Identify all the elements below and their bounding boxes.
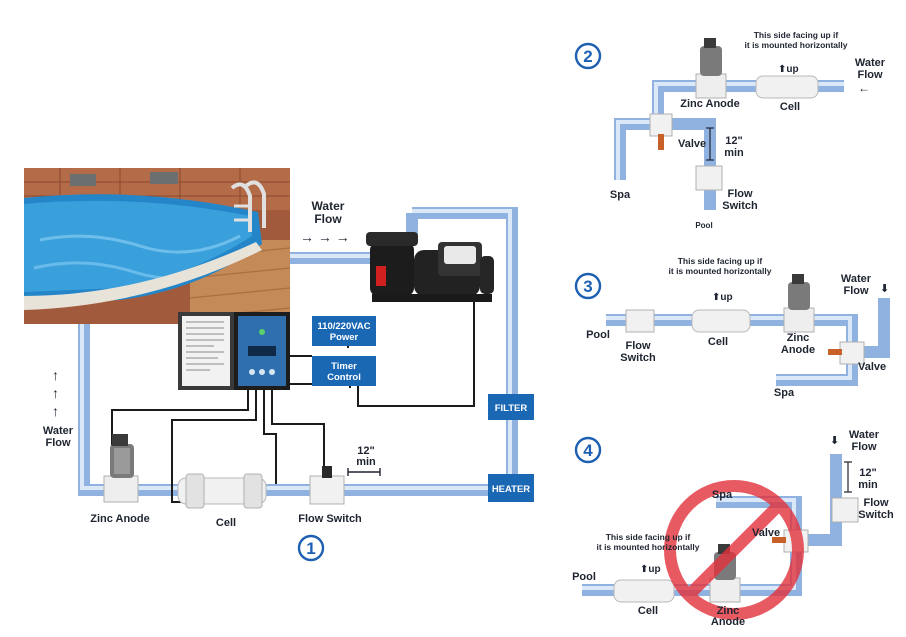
v2-flow-switch — [695, 165, 723, 191]
v4-flow-switch — [831, 497, 859, 523]
main-zinc-anode — [103, 434, 139, 503]
v3-valve-label: Valve — [858, 361, 886, 373]
v4-pool-label: Pool — [572, 571, 596, 583]
wires — [111, 296, 475, 503]
v2-valve — [649, 113, 673, 137]
main-zinc-anode-label: Zinc Anode — [90, 513, 149, 525]
v3-flow-switch — [625, 309, 655, 333]
v3-up-label: ⬆up — [712, 292, 733, 303]
v2-zinc-anode-label: Zinc Anode — [680, 98, 739, 110]
badge-2: 2 — [574, 42, 602, 70]
svg-text:3: 3 — [583, 277, 592, 296]
v2-cell — [755, 75, 819, 99]
pump — [366, 232, 494, 302]
v2-flow-arrow: ← — [858, 81, 870, 95]
heater-box-label: HEATER — [492, 484, 530, 495]
v4-valve-label: Valve — [752, 527, 780, 539]
main-flow-switch-label: Flow Switch — [298, 513, 362, 525]
v3-spa-label: Spa — [774, 387, 795, 399]
main-cell-label: Cell — [216, 517, 236, 529]
v3-flow-arrow: ⬇ — [880, 283, 889, 295]
v3-cell-label: Cell — [708, 336, 728, 348]
v2-spa-label: Spa — [610, 189, 631, 201]
v3-pool-label: Pool — [586, 329, 610, 341]
pool-photo — [24, 168, 291, 324]
v3-cell — [691, 309, 751, 333]
svg-text:4: 4 — [583, 441, 593, 460]
main-cell — [177, 473, 267, 509]
left-flow-arrows: ↑ ↑ ↑ — [52, 367, 59, 419]
svg-text:↑: ↑ — [52, 403, 59, 419]
v2-up-label: ⬆up — [778, 64, 799, 75]
v4-distance-label: 12"min — [858, 467, 878, 491]
v4-cell — [613, 579, 675, 603]
badge-3: 3 — [574, 272, 602, 300]
filter-box-label: FILTER — [495, 403, 528, 414]
badge-1: 1 — [297, 534, 325, 562]
main-distance-label: 12"min — [356, 445, 376, 468]
forbidden-sign — [664, 480, 804, 620]
v4-spa-label: Spa — [712, 489, 733, 501]
v4-flow-arrow: ⬇ — [830, 435, 839, 447]
heater-box: HEATER — [488, 474, 534, 502]
v2-zinc-anode — [700, 46, 722, 76]
svg-text:↑: ↑ — [52, 385, 59, 401]
v4-cell-label: Cell — [638, 605, 658, 617]
filter-box: FILTER — [488, 394, 534, 420]
v2-valve-label: Valve — [678, 138, 706, 150]
v3-zinc-anode — [788, 282, 810, 310]
svg-text:↑: ↑ — [52, 367, 59, 383]
main-distance-marker: 12"min — [347, 445, 381, 476]
badge-4: 4 — [574, 436, 602, 464]
v2-pool-label: Pool — [695, 221, 712, 230]
controller-box — [178, 312, 290, 390]
svg-text:2: 2 — [583, 47, 592, 66]
v2-distance-label: 12"min — [724, 135, 744, 159]
v4-up-label: ⬆up — [640, 564, 661, 575]
v2-cell-label: Cell — [780, 101, 800, 113]
svg-text:1: 1 — [306, 539, 315, 558]
main-flow-switch — [309, 466, 345, 505]
main-flow-arrows: → → → — [300, 229, 350, 245]
